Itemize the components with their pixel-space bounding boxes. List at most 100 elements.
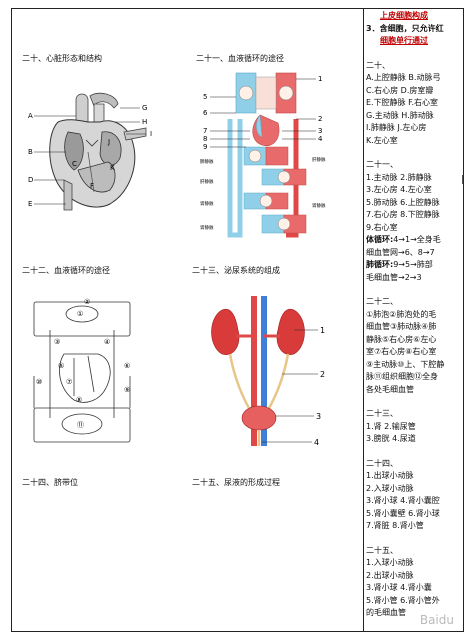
heart-label-c: C bbox=[72, 160, 77, 168]
heart-label-k: K bbox=[110, 164, 115, 172]
circulation-diagram-line: ① ② ③ ④ ⑤ ⑥ ⑦ ⑧ ⑨ ⑩ ⑪ bbox=[33, 298, 131, 443]
circ1-label-2: 2 bbox=[318, 115, 322, 123]
answer-22-line: 室⑦右心房⑧右心室 bbox=[366, 347, 437, 356]
heart-label-d: D bbox=[28, 176, 33, 184]
heart-label-g: G bbox=[142, 104, 147, 112]
body-circulation-label: 体循环: bbox=[366, 235, 394, 244]
answer-25-line: 2.出球小动脉 bbox=[366, 570, 414, 580]
heart-label-e: E bbox=[28, 200, 32, 208]
answer-25-line: 1.入球小动脉 bbox=[366, 558, 414, 567]
urinary-label-2: 2 bbox=[320, 370, 325, 379]
answer-25-line: 3.肾小球 4.肾小囊 bbox=[366, 583, 432, 592]
answer-22-line: 静脉⑤右心房⑥左心 bbox=[366, 334, 437, 344]
answer-22-line: 各处毛细血管 bbox=[366, 384, 414, 394]
circ2-label-4: ④ bbox=[104, 338, 110, 346]
spacer bbox=[366, 396, 462, 408]
circ2-label-8: ⑧ bbox=[76, 396, 82, 404]
urinary-label-3: 3 bbox=[316, 412, 321, 421]
answer-22-line: 细血管③肺动脉④肺 bbox=[366, 322, 437, 331]
answer-21-line: 3.左心房 4.左心室 bbox=[366, 185, 432, 194]
circ2-label-2: ② bbox=[84, 298, 90, 306]
spacer bbox=[366, 284, 462, 296]
answer-20-line: A.上腔静脉 B.动脉弓 bbox=[366, 73, 441, 82]
heart-label-h: H bbox=[142, 118, 147, 126]
circ1-label-9: 9 bbox=[203, 143, 207, 151]
spacer bbox=[366, 446, 462, 458]
answer-21-line: 9.右心室 bbox=[366, 222, 398, 232]
answer-22-line: ⑨主动脉⑩上、下腔静 bbox=[366, 359, 445, 369]
answer-20-line: C.右心房 D.房室瓣 bbox=[366, 85, 434, 95]
circ1-side-label-5: 肝静脉 bbox=[312, 156, 326, 163]
circ1-side-label-1: 肺静脉 bbox=[200, 158, 214, 165]
circ1-side-label-2: 肝静脉 bbox=[200, 178, 214, 185]
watermark: Baidu bbox=[419, 613, 454, 627]
spacer bbox=[366, 147, 462, 159]
answer-21-line: 1.主动脉 2.肺静脉 bbox=[366, 172, 432, 182]
spacer bbox=[366, 48, 462, 60]
circ1-side-label-6: 肾静脉 bbox=[312, 202, 326, 209]
circ2-label-10: ⑩ bbox=[36, 378, 42, 386]
answer-heading-23: 二十三、 bbox=[366, 409, 398, 418]
heart-label-f: F bbox=[90, 182, 94, 190]
answer-20-line: E.下腔静脉 F.右心室 bbox=[366, 98, 438, 107]
spacer bbox=[366, 533, 462, 545]
circ1-label-3: 3 bbox=[318, 127, 322, 135]
heart-label-j: J bbox=[107, 138, 110, 146]
title-blood-circulation-2: 二十二、血液循环的途径 bbox=[22, 266, 110, 275]
answer-line-2: 3．含细胞，只允许红 bbox=[366, 23, 444, 33]
answer-line-1: 上皮细胞构成 bbox=[366, 10, 462, 23]
circ2-label-11: ⑪ bbox=[77, 421, 84, 429]
answer-heading-25: 二十五、 bbox=[366, 545, 398, 555]
body-circulation-text: 4→1→全身毛 bbox=[393, 235, 441, 244]
circ2-label-5: ⑤ bbox=[58, 362, 64, 370]
lung-circulation-label: 肺循环: bbox=[366, 260, 394, 269]
answer-column: 上皮细胞构成 3．含细胞，只允许红 细胞单行通过 二十、 A.上腔静脉 B.动脉… bbox=[366, 10, 462, 620]
text-cursor-icon: I bbox=[461, 173, 465, 187]
circ2-label-9: ⑨ bbox=[124, 386, 130, 394]
circ2-label-1: ① bbox=[77, 310, 83, 318]
answer-25-line: 5.肾小管 6.肾小管外 bbox=[366, 595, 440, 605]
answer-20-line: K.左心室 bbox=[366, 135, 398, 145]
heart-label-b: B bbox=[28, 148, 33, 156]
answer-heading-20: 二十、 bbox=[366, 60, 390, 70]
answer-21-line: 7.右心房 8.下腔静脉 bbox=[366, 210, 440, 219]
answer-22-line: 脉⑪组织细胞⑫全身 bbox=[366, 372, 438, 381]
title-urine-formation: 二十五、尿液的形成过程 bbox=[192, 478, 280, 487]
title-heart-structure: 二十、心脏形态和结构 bbox=[22, 54, 102, 63]
answer-20-line: G.主动脉 H.肺动脉 bbox=[366, 110, 434, 120]
circ2-label-6: ⑥ bbox=[124, 362, 130, 370]
answer-21-line: 细血管网→6、8→7 bbox=[366, 247, 435, 257]
answer-24-line: 2.入球小动脉 bbox=[366, 483, 414, 493]
answer-heading-21: 二十一、 bbox=[366, 160, 398, 169]
urinary-system-diagram: 1 2 3 4 bbox=[211, 296, 325, 447]
circ1-label-6: 6 bbox=[203, 109, 208, 117]
heart-label-a: A bbox=[28, 112, 33, 120]
circ2-label-7: ⑦ bbox=[66, 378, 72, 386]
answer-line-3: 细胞单行通过 bbox=[366, 35, 462, 48]
answer-line-1-text: 上皮细胞构成 bbox=[380, 11, 428, 20]
answer-23-line: 3.膀胱 4.尿道 bbox=[366, 434, 416, 443]
page-border bbox=[11, 8, 464, 632]
answer-heading-22: 二十二、 bbox=[366, 297, 398, 306]
urinary-label-4: 4 bbox=[314, 438, 319, 447]
circ2-label-3: ③ bbox=[54, 338, 60, 346]
column-divider bbox=[363, 8, 364, 632]
answer-21-lung-circulation: 肺循环:9→5→肺部 bbox=[366, 259, 462, 272]
answer-25-line: 的毛细血管 bbox=[366, 608, 406, 617]
answer-20-line: I.肺静脉 J.左心房 bbox=[366, 123, 427, 132]
answer-22-line: ①肺泡②肺泡处的毛 bbox=[366, 309, 437, 319]
title-umbilical: 二十四、脐带位 bbox=[22, 478, 78, 487]
lung-circulation-text: 9→5→肺部 bbox=[393, 260, 433, 269]
answer-24-line: 5.肾小囊壁 6.肾小球 bbox=[366, 508, 440, 518]
title-blood-circulation-1: 二十一、血液循环的途径 bbox=[196, 54, 284, 63]
circ1-label-7: 7 bbox=[203, 127, 207, 135]
circ1-side-label-3: 肾静脉 bbox=[200, 200, 214, 207]
answer-21-line: 5.肺动脉 6.上腔静脉 bbox=[366, 197, 440, 207]
answer-21-line: 毛细血管→2→3 bbox=[366, 272, 422, 282]
answer-21-body-circulation: 体循环:4→1→全身毛 bbox=[366, 234, 462, 247]
circulation-diagram-colored: 5 6 7 8 9 1 2 3 4 肺静脉 肝静脉 肾静脉 肾静脉 肝静脉 肾静… bbox=[200, 72, 326, 238]
answer-heading-24: 二十四、 bbox=[366, 458, 398, 468]
title-urinary-system: 二十三、泌尿系统的组成 bbox=[192, 266, 280, 275]
answer-line-3-text: 细胞单行通过 bbox=[380, 36, 428, 45]
circ1-label-8: 8 bbox=[203, 135, 207, 143]
